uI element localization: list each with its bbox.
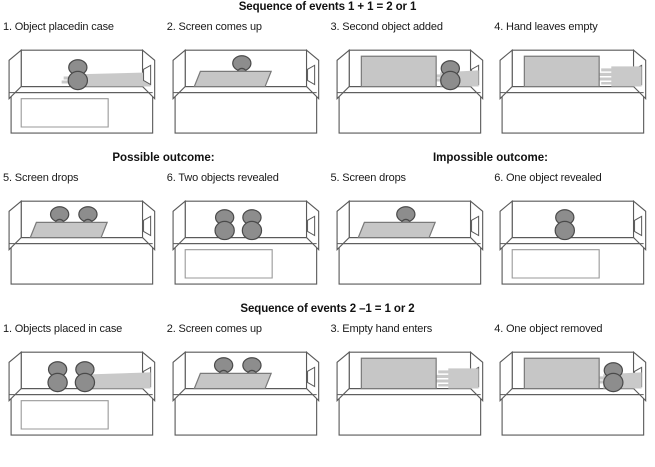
panel-subtraction-2: 2. Screen comes up xyxy=(164,322,328,439)
panel-caption: 6. Two objects revealed xyxy=(166,172,279,185)
panel-caption: 3. Empty hand enters xyxy=(330,323,433,336)
panel-caption: 3. Second object added xyxy=(330,21,443,33)
panel-outcome-impossible-5: 5. Screen drops xyxy=(328,171,492,288)
scene-two-objects xyxy=(172,200,319,285)
panel-row-subtraction: 1. Objects placed in case xyxy=(0,322,655,439)
panel-addition-2: 2. Screen comes up xyxy=(164,20,328,137)
panel-addition-3: 3. Second object added xyxy=(328,20,492,137)
scene-screen-tilt-one-object xyxy=(172,48,319,134)
panel-addition-1: 1. Object placedin case xyxy=(0,20,164,137)
scene-screen-up-hand-empty xyxy=(336,351,483,436)
panel-addition-4: 4. Hand leaves empty xyxy=(491,20,655,137)
panel-caption: 1. Objects placed in case xyxy=(3,323,123,336)
scene-one-object-hand xyxy=(8,48,156,134)
panel-caption: 4. Hand leaves empty xyxy=(494,21,598,33)
scene-screen-up-hand-object xyxy=(499,351,647,436)
panel-caption: 2. Screen comes up xyxy=(166,323,262,336)
scene-screen-tilt-two-objects xyxy=(8,200,156,285)
panel-caption: 6. One object revealed xyxy=(494,172,602,185)
scene-screen-up-hand-empty xyxy=(499,48,647,134)
panel-outcome-possible-5: 5. Screen drops xyxy=(0,171,164,288)
section-title-addition: Sequence of events 1 + 1 = 2 or 1 xyxy=(238,1,417,13)
scene-screen-tilt-one-object xyxy=(336,200,483,285)
outcome-header-impossible: Impossible outcome: xyxy=(432,152,549,165)
outcome-headers: Possible outcome: Impossible outcome: xyxy=(0,151,655,165)
scene-two-objects-hand xyxy=(8,351,156,436)
scene-one-object xyxy=(499,200,647,285)
panel-subtraction-3: 3. Empty hand enters xyxy=(328,322,492,439)
panel-outcome-possible-6: 6. Two objects revealed xyxy=(164,171,328,288)
panel-subtraction-1: 1. Objects placed in case xyxy=(0,322,164,439)
panel-subtraction-4: 4. One object removed xyxy=(491,322,655,439)
panel-caption: 1. Object placedin case xyxy=(3,21,114,33)
outcome-header-possible: Possible outcome: xyxy=(112,152,215,165)
scene-screen-up-hand-object xyxy=(336,48,483,134)
section-title-subtraction: Sequence of events 2 –1 = 1 or 2 xyxy=(240,303,415,316)
scene-screen-tilt-two-objects xyxy=(172,351,319,436)
panel-caption: 5. Screen drops xyxy=(3,172,79,185)
panel-row-outcomes: 5. Screen drops 6. Two objects revealed xyxy=(0,171,655,288)
panel-caption: 4. One object removed xyxy=(494,323,603,336)
panel-caption: 2. Screen comes up xyxy=(166,21,262,33)
panel-outcome-impossible-6: 6. One object revealed xyxy=(491,171,655,288)
panel-row-addition: 1. Object placedin case xyxy=(0,20,655,137)
panel-caption: 5. Screen drops xyxy=(330,172,407,185)
